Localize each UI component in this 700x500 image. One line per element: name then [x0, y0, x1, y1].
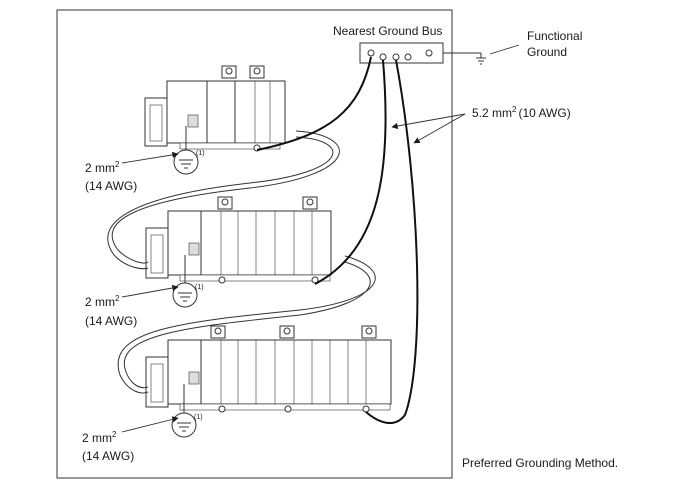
main-conductor-wire-1: [256, 56, 372, 151]
footnote-marker-2: (1): [195, 284, 204, 291]
chassis-wire-label-3: 2 mm2: [82, 430, 117, 445]
chassis-1: [144, 65, 286, 152]
chassis-ground-icon-2: [172, 255, 198, 308]
footnote-marker-3: (1): [194, 414, 203, 421]
chassis-wire-arrow-3: [121, 416, 179, 433]
main-conductor-arrow-2: [413, 113, 466, 144]
chassis-ground-icon-1: [173, 126, 199, 175]
footnote-marker-1: (1): [196, 150, 205, 157]
extension-cable-2-outer: [117, 255, 376, 394]
ground-bus-label: Nearest Ground Bus: [333, 24, 442, 38]
diagram-caption: Preferred Grounding Method.: [462, 456, 618, 470]
main-conductor-wire-2: [314, 59, 387, 285]
chassis-wire-awg-2: (14 AWG): [85, 314, 137, 328]
main-conductor-arrow-1: [391, 113, 466, 130]
functional-ground-leader: [489, 44, 520, 55]
main-conductor-label: 5.2 mm2(10 AWG): [472, 105, 571, 120]
extension-cable-2-inner: [123, 261, 371, 389]
chassis-wire-arrow-1: [121, 151, 179, 164]
extension-cable-1-outer: [111, 130, 340, 264]
chassis-wire-awg-1: (14 AWG): [85, 179, 137, 193]
chassis-3: [145, 325, 392, 413]
functional-ground-label-line1: Functional: [527, 29, 582, 43]
chassis-wire-arrow-2: [121, 284, 179, 298]
chassis-wire-label-2: 2 mm2: [85, 294, 120, 309]
functional-ground-label-line2: Ground: [527, 45, 567, 59]
ground-bus: [359, 42, 444, 64]
main-conductor-wire-3: [365, 59, 419, 424]
extension-cable-1-inner: [107, 136, 334, 270]
chassis-wire-awg-3: (14 AWG): [82, 449, 134, 463]
enclosure-panel: [56, 9, 453, 479]
functional-ground-icon: [476, 53, 486, 65]
chassis-2: [145, 196, 332, 284]
chassis-wire-label-1: 2 mm2: [85, 160, 120, 175]
